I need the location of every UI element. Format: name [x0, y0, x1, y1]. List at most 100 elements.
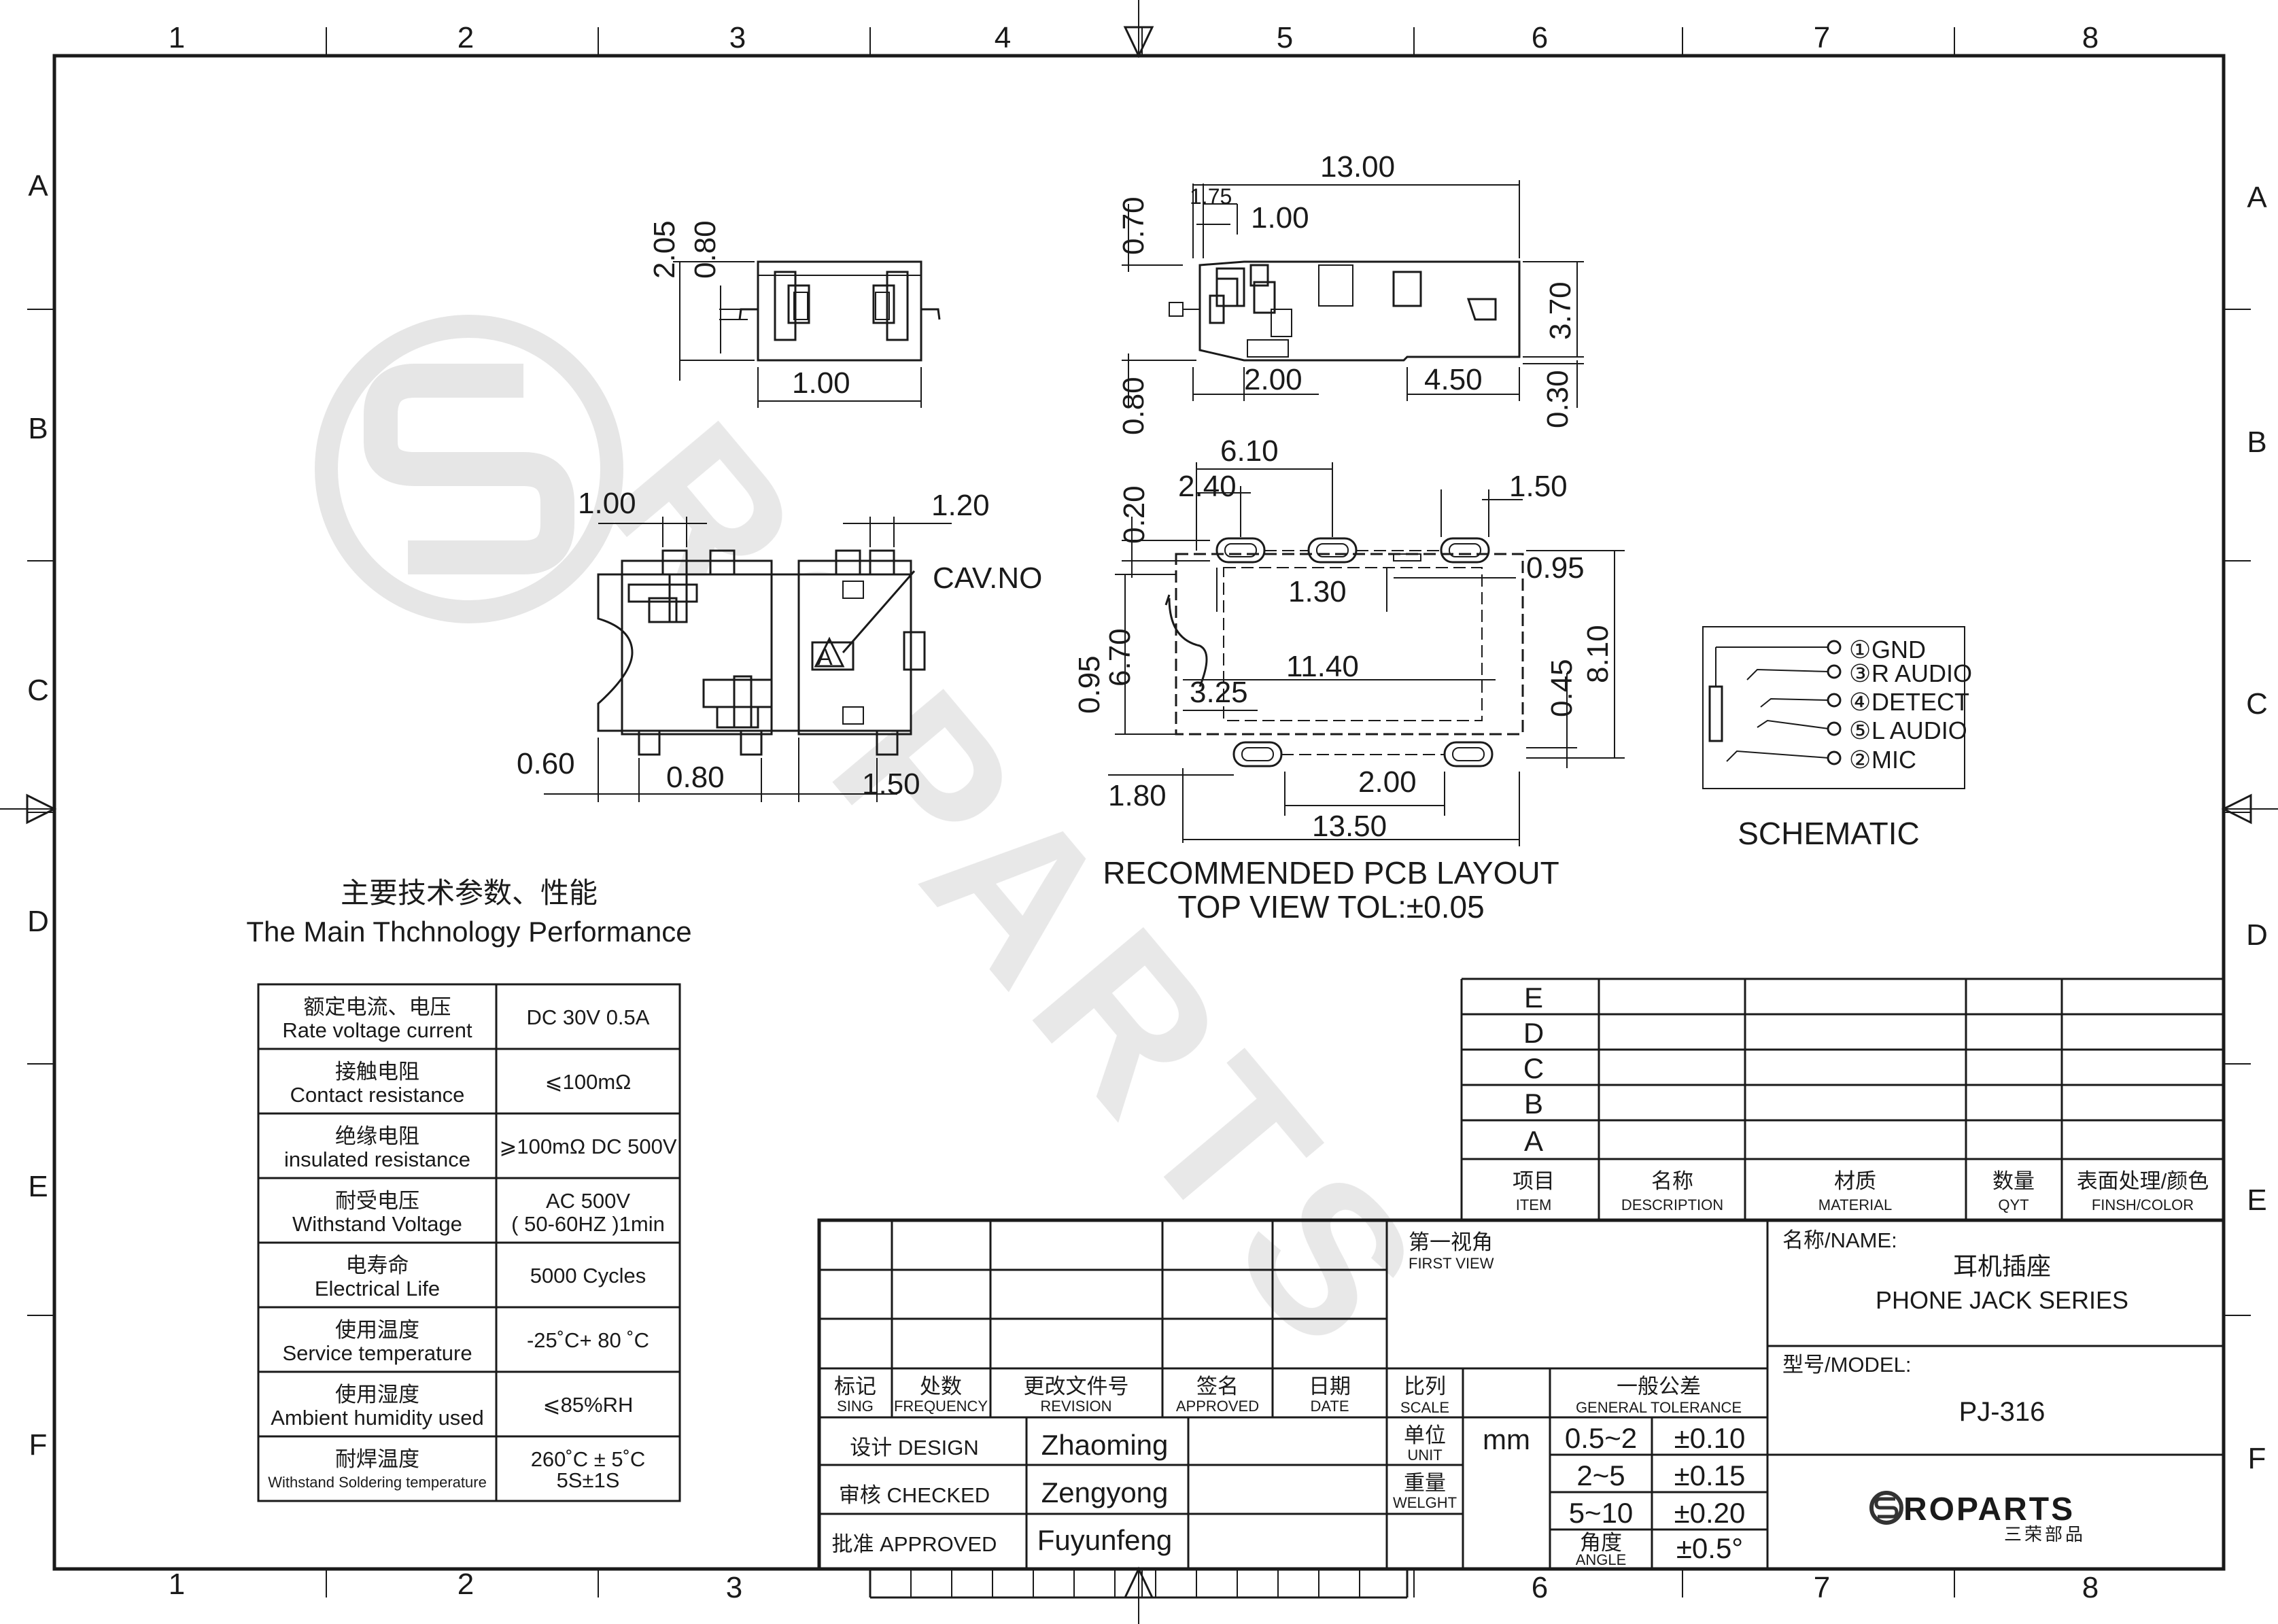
bom-header-cn: 名称 — [1651, 1169, 1693, 1193]
performance-section: 主要技术参数、性能 The Main Thchnology Performanc… — [246, 877, 692, 1502]
perf-row-en: Ambient humidity used — [271, 1406, 484, 1430]
design-name: Zhaoming — [1041, 1429, 1169, 1461]
perf-row-value: ⩽85%RH — [543, 1393, 634, 1417]
perf-row-en: Rate voltage current — [282, 1018, 472, 1042]
row-label-right: B — [2247, 426, 2266, 459]
schematic-pin-num: ④ — [1849, 688, 1871, 716]
scale-label-en: SCALE — [1400, 1399, 1449, 1416]
perf-row-en: Contact resistance — [290, 1083, 465, 1107]
weight-label-cn: 重量 — [1404, 1471, 1446, 1495]
perf-row-cn: 额定电流、电压 — [304, 995, 451, 1019]
perf-row-cn: 接触电阻 — [335, 1060, 419, 1084]
perf-row-value: AC 500V — [546, 1189, 630, 1213]
row-label-right: D — [2246, 918, 2268, 952]
perf-row-value: ⩾100mΩ DC 500V — [499, 1135, 676, 1158]
col-label-bottom: 8 — [2082, 1571, 2099, 1604]
row-label-right: E — [2247, 1184, 2266, 1217]
side-view: 2.05 0.80 1.00 — [648, 220, 941, 408]
bom-header-cn: 数量 — [1992, 1169, 2035, 1193]
bom-header-en: QYT — [1998, 1196, 2029, 1213]
dim-pcb-1140: 11.40 — [1286, 650, 1359, 683]
dim-top-175: 1.75 — [1190, 184, 1232, 209]
label-cav-no: CAV.NO — [933, 562, 1042, 595]
rev-header-en: FREQUENCY — [894, 1398, 988, 1415]
dim-pcb-610: 6.10 — [1220, 434, 1279, 468]
bom-header-cn: 表面处理/颜色 — [2077, 1169, 2209, 1193]
perf-row-cn: 耐焊温度 — [335, 1447, 419, 1471]
perf-row-cn: 使用温度 — [335, 1318, 419, 1342]
dim-top-1300: 13.00 — [1320, 150, 1395, 184]
dim-top-100: 1.00 — [1251, 201, 1309, 235]
perf-row-value-2: ( 50-60HZ )1min — [511, 1212, 665, 1236]
approved-name: Fuyunfeng — [1037, 1524, 1172, 1556]
perf-row-value: 5000 Cycles — [530, 1264, 646, 1288]
dim-pcb-095-right: 0.95 — [1526, 551, 1585, 585]
schematic-pin-name: DETECT — [1871, 688, 1969, 716]
perf-row-cn: 耐受电压 — [335, 1189, 419, 1213]
model-label: 型号/MODEL: — [1782, 1353, 1911, 1377]
dim-pcb-240: 2.40 — [1178, 470, 1237, 503]
dim-bot-060: 0.60 — [517, 747, 575, 780]
schematic-pin-num: ⑤ — [1849, 716, 1871, 744]
tolerance-value: ±0.20 — [1674, 1497, 1746, 1529]
col-label-top: 3 — [729, 21, 746, 54]
row-label-left: E — [28, 1170, 48, 1203]
perf-row-cn: 绝缘电阻 — [335, 1124, 419, 1148]
product-name-en: PHONE JACK SERIES — [1876, 1286, 2128, 1314]
bom-row-label: B — [1524, 1088, 1543, 1120]
schematic-title: SCHEMATIC — [1738, 816, 1920, 851]
dim-pcb-180: 1.80 — [1108, 779, 1167, 812]
first-view-en: FIRST VIEW — [1409, 1255, 1494, 1272]
schematic-pin-name: MIC — [1871, 746, 1916, 774]
rev-header-en: DATE — [1310, 1398, 1349, 1415]
rev-header-en: REVISION — [1040, 1398, 1111, 1415]
perf-row-value: DC 30V 0.5A — [527, 1005, 650, 1029]
performance-table: 额定电流、电压 Rate voltage current DC 30V 0.5A… — [257, 983, 681, 1502]
name-label: 名称/NAME: — [1782, 1228, 1897, 1252]
col-label-bottom: 7 — [1814, 1571, 1830, 1604]
bom-header-en: DESCRIPTION — [1621, 1196, 1723, 1213]
logo-ring — [1869, 1491, 1903, 1525]
bom-row-label: A — [1524, 1125, 1543, 1157]
unit-label-cn: 单位 — [1404, 1423, 1446, 1447]
dim-pcb-150: 1.50 — [1509, 470, 1568, 503]
model-value: PJ-316 — [1959, 1397, 2046, 1427]
bom-row-label: E — [1524, 982, 1543, 1014]
checked-label: 审核 CHECKED — [839, 1483, 990, 1507]
perf-row-cn: 电寿命 — [346, 1254, 409, 1277]
pcb-layout: 6.10 2.40 1.50 0.20 0.95 1.30 0.95 6.70 … — [1073, 434, 1625, 925]
bom-header-cn: 项目 — [1513, 1169, 1555, 1193]
dim-pcb-200: 2.00 — [1358, 765, 1417, 799]
performance-title-cn: 主要技术参数、性能 — [341, 877, 598, 909]
bottom-view: 1.00 1.20 CAV.NO A 0.60 0.80 1.50 — [517, 487, 1042, 802]
bom-row-label: C — [1523, 1052, 1544, 1084]
top-view: 13.00 1.75 1.00 0.70 3.70 0.80 2.00 4.50… — [1117, 150, 1584, 435]
schematic-pin-name: R AUDIO — [1871, 659, 1972, 687]
rev-header-cn: 更改文件号 — [1024, 1375, 1129, 1398]
row-label-right: C — [2246, 687, 2268, 721]
approved-label: 批准 APPROVED — [832, 1532, 997, 1556]
row-label-left: F — [29, 1428, 48, 1462]
dim-side-205: 2.05 — [648, 220, 681, 279]
perf-row-value: -25˚C+ 80 ˚C — [527, 1328, 649, 1352]
logo-cn: 三荣部品 — [2004, 1524, 2086, 1544]
perf-row-value: 260˚C ± 5˚C — [531, 1447, 646, 1471]
col-label-top: 8 — [2082, 21, 2099, 54]
perf-row-en: Withstand Voltage — [292, 1212, 462, 1236]
roparts-logo: ROPARTS 三荣部品 — [1869, 1491, 2086, 1544]
dim-side-100: 1.00 — [792, 366, 850, 400]
unit-value: mm — [1483, 1423, 1530, 1455]
dim-pcb-1350: 13.50 — [1312, 810, 1387, 843]
dim-top-030: 0.30 — [1541, 370, 1574, 428]
tolerance-label-en: GENERAL TOLERANCE — [1576, 1399, 1742, 1416]
angle-tolerance: ±0.5° — [1676, 1532, 1743, 1564]
row-label-left: A — [28, 169, 48, 203]
watermark-logo-s — [364, 364, 574, 574]
row-label-left: C — [27, 674, 49, 707]
bom-header-en: ITEM — [1516, 1196, 1552, 1213]
col-label-bottom: 6 — [1532, 1571, 1548, 1604]
design-label: 设计 DESIGN — [850, 1436, 978, 1459]
performance-title-en: The Main Thchnology Performance — [246, 916, 691, 948]
dim-top-200: 2.00 — [1244, 363, 1302, 396]
